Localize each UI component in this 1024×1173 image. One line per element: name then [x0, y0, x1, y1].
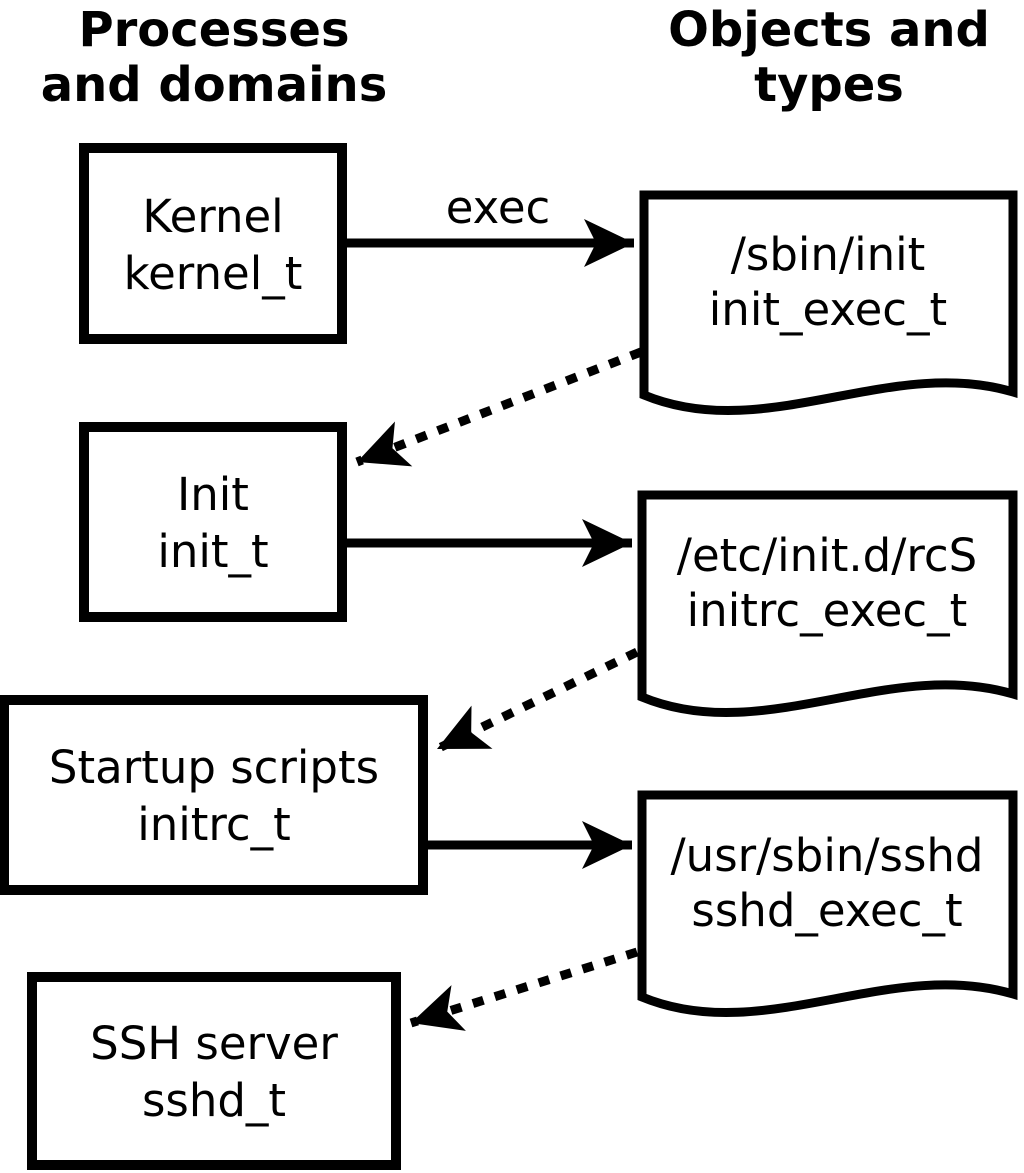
exec-arrow-label: exec	[446, 181, 551, 234]
startup-scripts-box	[0, 695, 428, 895]
process-node-startup-scripts: Startup scripts initrc_t	[0, 695, 428, 895]
sbin-init-path: /sbin/init	[731, 228, 926, 281]
object-node-usr-sbin-sshd: /usr/sbin/sshd sshd_exec_t	[637, 790, 1018, 1018]
exec-arrows: exec	[345, 181, 634, 869]
kernel-box	[79, 143, 347, 344]
transition-arrows	[355, 347, 643, 1031]
right-column-title-line2: types	[754, 57, 904, 113]
ssh-server-type: sshd_t	[142, 1074, 286, 1127]
arrow-usr-sbin-sshd-to-ssh-server	[409, 947, 639, 1031]
left-column-header: Processes and domains	[41, 2, 388, 113]
process-node-init: Init init_t	[79, 422, 347, 622]
left-column-title-line1: Processes	[78, 2, 349, 58]
process-node-ssh-server: SSH server sshd_t	[27, 972, 401, 1170]
etc-initd-rcs-path: /etc/init.d/rcS	[677, 529, 977, 582]
sbin-init-document	[639, 190, 1018, 416]
arrow-etc-initd-rcs-to-startup	[435, 647, 639, 754]
kernel-label: Kernel	[142, 190, 283, 243]
kernel-type: kernel_t	[124, 247, 303, 300]
arrow-sbin-init-to-init	[355, 347, 643, 467]
right-column-title-line1: Objects and	[668, 2, 990, 58]
usr-sbin-sshd-path: /usr/sbin/sshd	[671, 829, 984, 882]
usr-sbin-sshd-type: sshd_exec_t	[691, 884, 962, 937]
etc-initd-rcs-document	[637, 490, 1018, 718]
process-node-kernel: Kernel kernel_t	[79, 143, 347, 344]
usr-sbin-sshd-document	[637, 790, 1018, 1018]
ssh-server-label: SSH server	[90, 1017, 338, 1070]
startup-scripts-label: Startup scripts	[49, 741, 379, 794]
startup-scripts-type: initrc_t	[137, 798, 291, 851]
right-column-header: Objects and types	[668, 2, 990, 113]
init-box	[79, 422, 347, 622]
object-node-etc-initd-rcs: /etc/init.d/rcS initrc_exec_t	[637, 490, 1018, 718]
sbin-init-type: init_exec_t	[709, 283, 947, 336]
left-column-title-line2: and domains	[41, 57, 388, 113]
ssh-server-box	[27, 972, 401, 1170]
etc-initd-rcs-type: initrc_exec_t	[687, 584, 968, 637]
init-label: Init	[177, 468, 249, 521]
init-type: init_t	[157, 525, 268, 578]
object-node-sbin-init: /sbin/init init_exec_t	[639, 190, 1018, 416]
